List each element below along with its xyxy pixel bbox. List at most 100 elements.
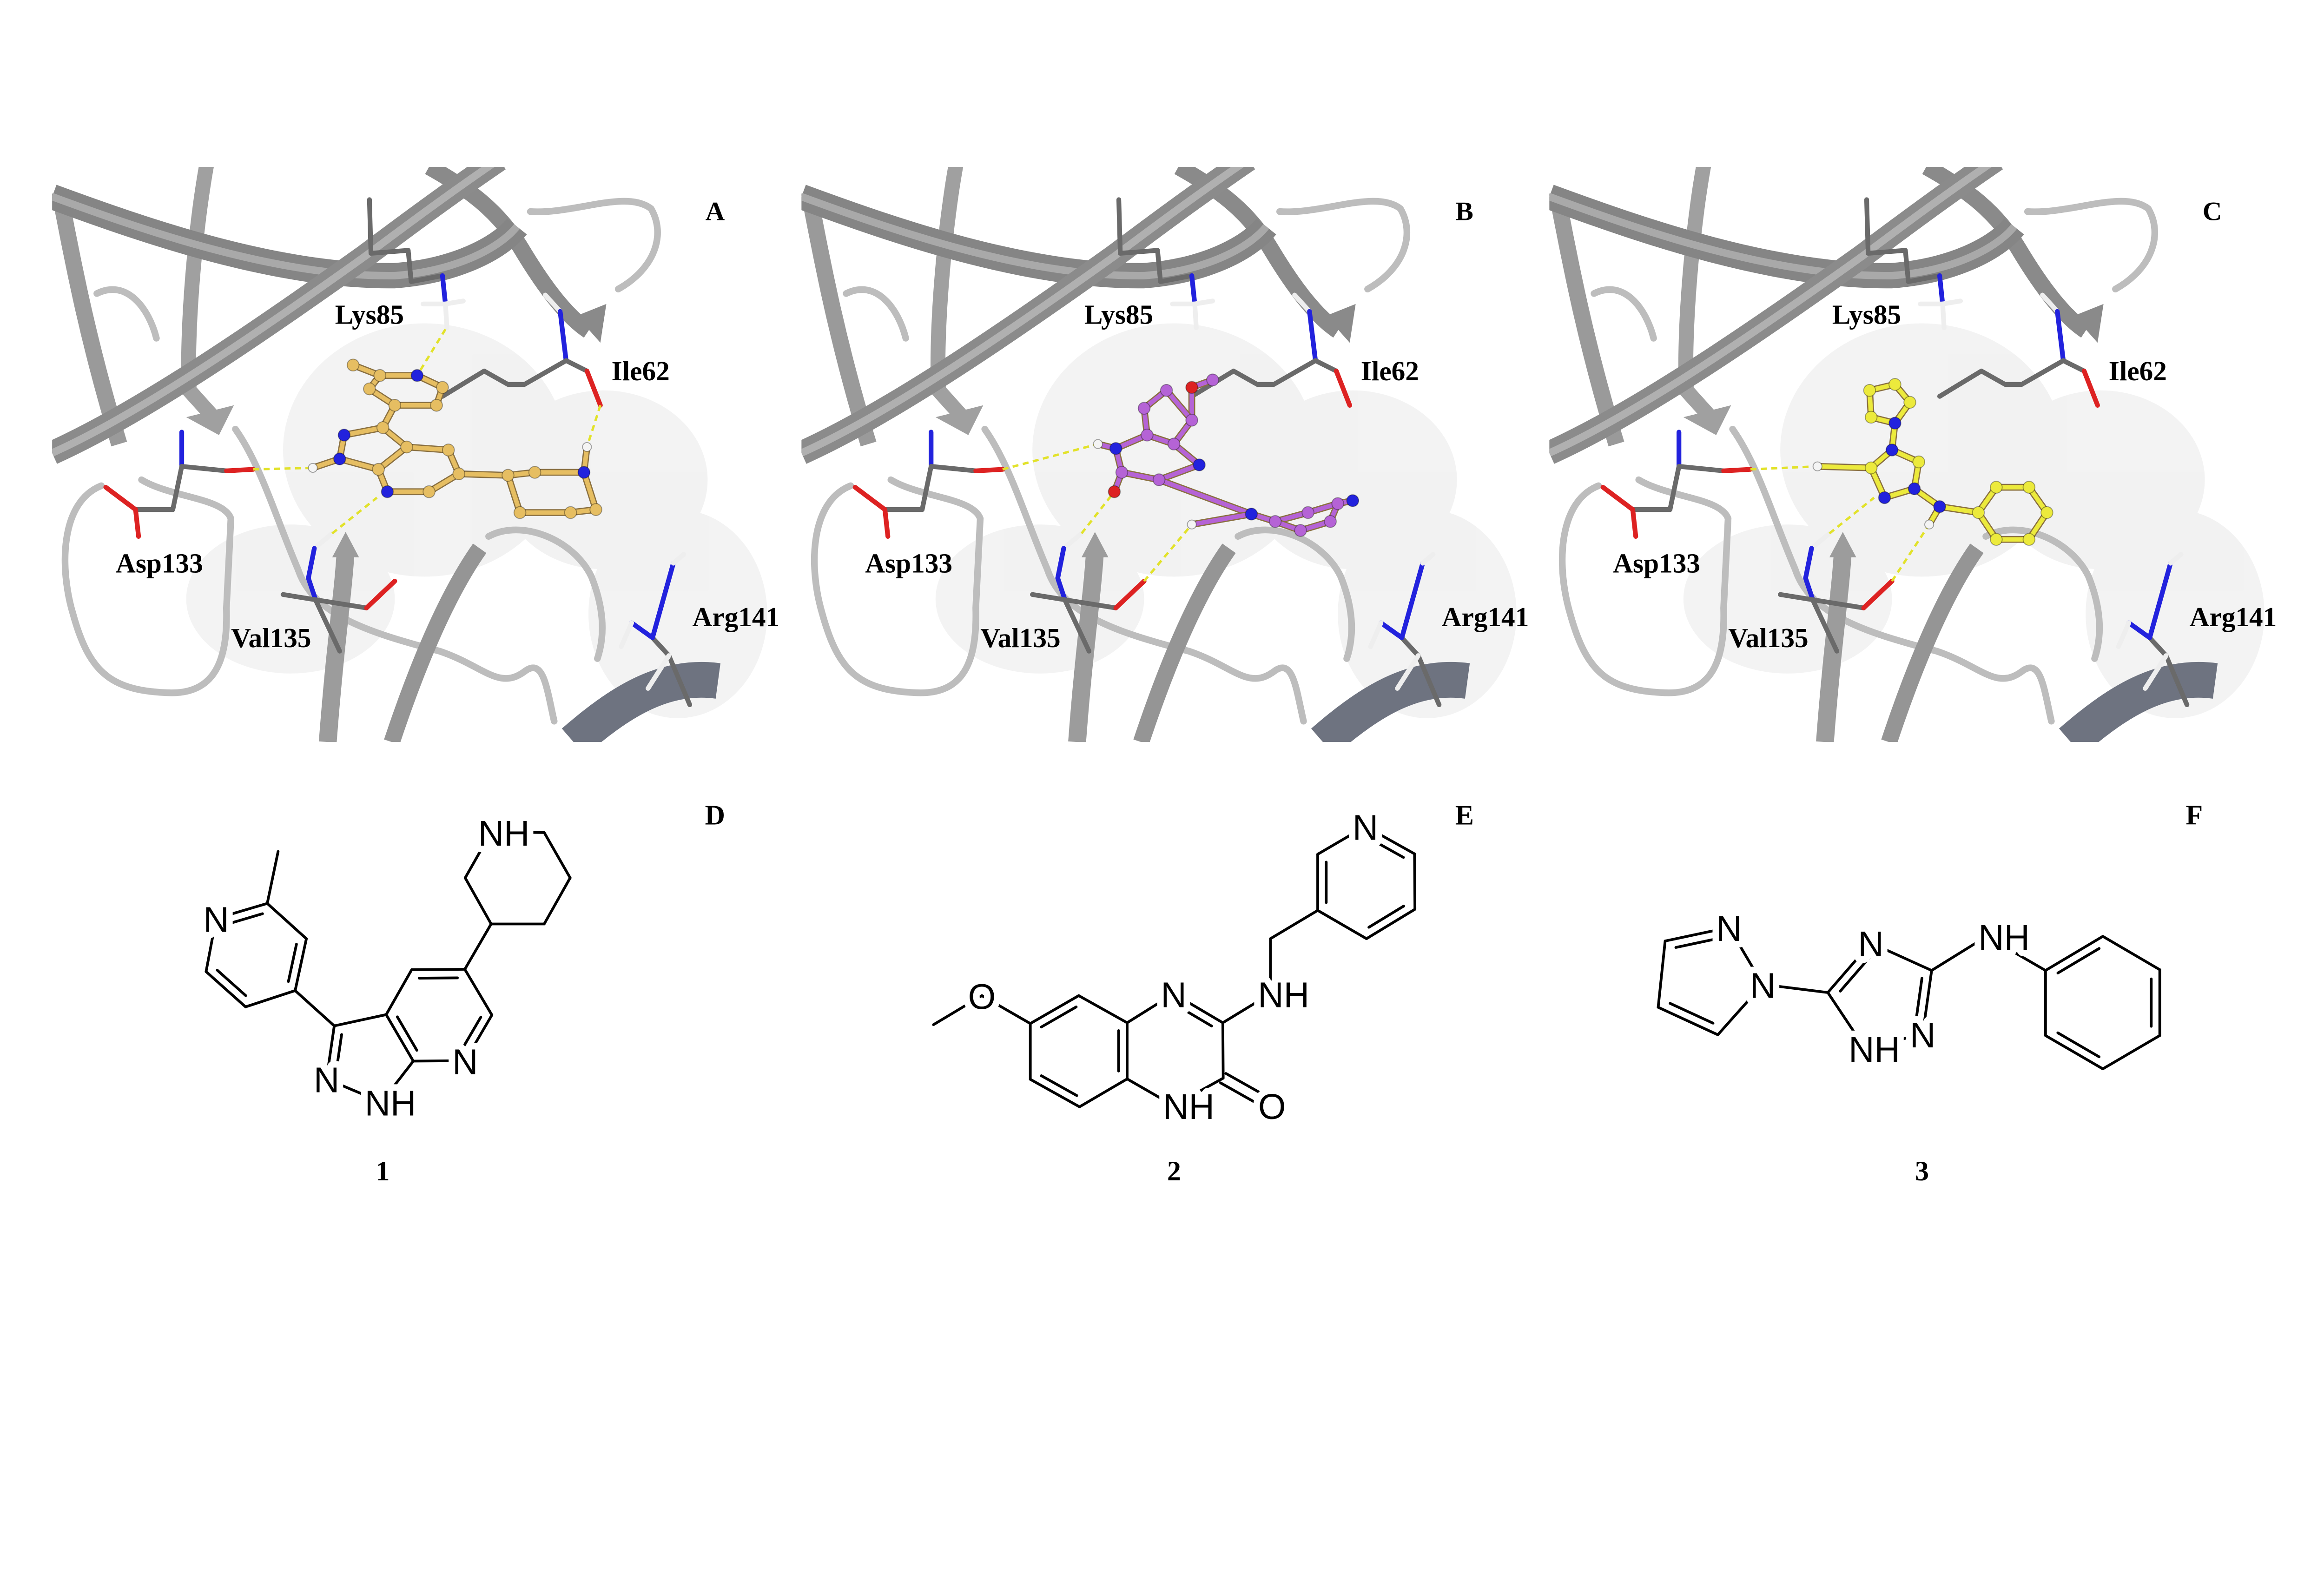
hydrogen-bond <box>586 405 602 448</box>
ligand-atom <box>1108 485 1121 498</box>
ligand-atom <box>1990 533 2003 546</box>
ligand-atom <box>1885 444 1899 457</box>
residue-label-ile: Ile62 <box>612 356 670 386</box>
ligand-atom <box>1990 481 2003 494</box>
atom-label: N <box>1716 909 1742 949</box>
hydrogen-bonds <box>1750 465 1930 582</box>
ligand-atom <box>1187 519 1197 530</box>
ligand-atom <box>363 382 376 396</box>
ligand-atom <box>1245 507 1258 521</box>
hydrogen-bond <box>1891 523 1930 582</box>
atom-label: N <box>1161 975 1186 1015</box>
atom-label: N <box>452 1043 478 1082</box>
ligand-atom <box>564 506 577 519</box>
residue-label-asp: Asp133 <box>1613 548 1700 579</box>
atom-label: N <box>1858 925 1883 964</box>
ligand-atom <box>388 399 402 412</box>
ligand-atom <box>442 444 455 457</box>
ligand-ball-and-stick <box>308 358 602 519</box>
atom-label: NH <box>1258 975 1309 1015</box>
atom-label: N <box>1353 808 1378 847</box>
atom-label: NH <box>365 1084 416 1124</box>
atom-label: NH <box>1978 918 2030 958</box>
atom-label: NH <box>1163 1087 1215 1127</box>
ligand-atom <box>1152 473 1166 486</box>
hydrogen-bond <box>1143 523 1193 582</box>
atom-label: N <box>314 1061 339 1100</box>
ligand-atom <box>1324 515 1337 528</box>
panel-letter: F <box>2186 800 2203 830</box>
ligand-atom <box>1888 417 1901 430</box>
ligand-atom <box>376 421 390 434</box>
ligand-atom <box>423 485 436 498</box>
panel-letter: E <box>1455 800 1474 830</box>
residue-label-arg: Arg141 <box>1442 602 1529 632</box>
atom-label: NH <box>478 814 530 854</box>
ligand-atom <box>337 429 351 442</box>
ligand-atom <box>436 381 449 394</box>
panel-letter: B <box>1455 197 1473 226</box>
residue-label-val: Val135 <box>231 622 311 653</box>
ligand-atom <box>373 369 387 382</box>
ligand-atom <box>346 358 360 372</box>
atom-label: O <box>1258 1087 1286 1127</box>
ligand-atom <box>308 463 318 473</box>
ligand-atom <box>577 466 591 479</box>
ligand-atom <box>1903 396 1916 409</box>
residue-label-lys: Lys85 <box>1084 299 1153 330</box>
ligand-atom <box>1185 381 1198 394</box>
ligand-atom <box>1141 429 1154 442</box>
ligand-atom <box>502 469 515 482</box>
ligand-atom <box>1864 461 1878 475</box>
ligand-atom <box>2022 481 2036 494</box>
ligand-atom <box>2022 533 2036 546</box>
ligand-ball-and-stick <box>1093 373 1360 537</box>
atom-label: N <box>203 900 229 940</box>
ligand-atom <box>410 369 424 382</box>
residue-label-asp: Asp133 <box>865 548 952 579</box>
hydrogen-bond <box>1750 465 1818 471</box>
panel-letter: A <box>706 197 725 226</box>
ligand-atom <box>333 452 346 465</box>
ligand-atom <box>1864 410 1878 424</box>
compound-number: 3 <box>1915 1156 1929 1186</box>
ligand-atom <box>1863 384 1876 397</box>
ligand-atom <box>1193 458 1206 471</box>
ligand-atom <box>1185 414 1198 427</box>
ligand-atom <box>528 466 541 479</box>
ligand-atom <box>430 399 443 412</box>
ligand-atom <box>1812 461 1822 471</box>
hydrogen-bonds <box>1002 443 1193 582</box>
atom-label: NH <box>1849 1030 1900 1070</box>
residue-label-val: Val135 <box>1728 622 1808 653</box>
ligand-atom <box>400 440 413 454</box>
ligand-atom <box>1093 439 1103 449</box>
ligand-atom <box>1206 373 1219 387</box>
residue-label-ile: Ile62 <box>2109 356 2167 386</box>
ligand-atom <box>1137 402 1151 415</box>
protein-ribbon <box>801 159 1516 742</box>
residue-label-arg: Arg141 <box>2190 602 2277 632</box>
ligand-atom <box>2040 506 2053 519</box>
compound-number: 2 <box>1167 1156 1181 1186</box>
atom-label: N <box>1750 966 1776 1006</box>
atom-label: O <box>968 978 996 1017</box>
ligand-atom <box>513 506 527 519</box>
ligand-atom <box>372 463 385 476</box>
hydrogen-bond <box>1080 491 1116 535</box>
ligand-atom <box>1301 506 1314 519</box>
bonds <box>1657 926 2161 1071</box>
residue-label-val: Val135 <box>980 622 1060 653</box>
residue-label-arg: Arg141 <box>692 602 779 632</box>
atom-label: N <box>1910 1016 1935 1055</box>
residue-label-lys: Lys85 <box>1832 299 1901 330</box>
ligand-atom <box>381 485 394 498</box>
ligand-atom <box>1167 437 1181 450</box>
ligand-atom <box>1912 455 1925 469</box>
ligand-atom <box>1160 384 1173 397</box>
ligand-atom <box>1933 500 1946 513</box>
